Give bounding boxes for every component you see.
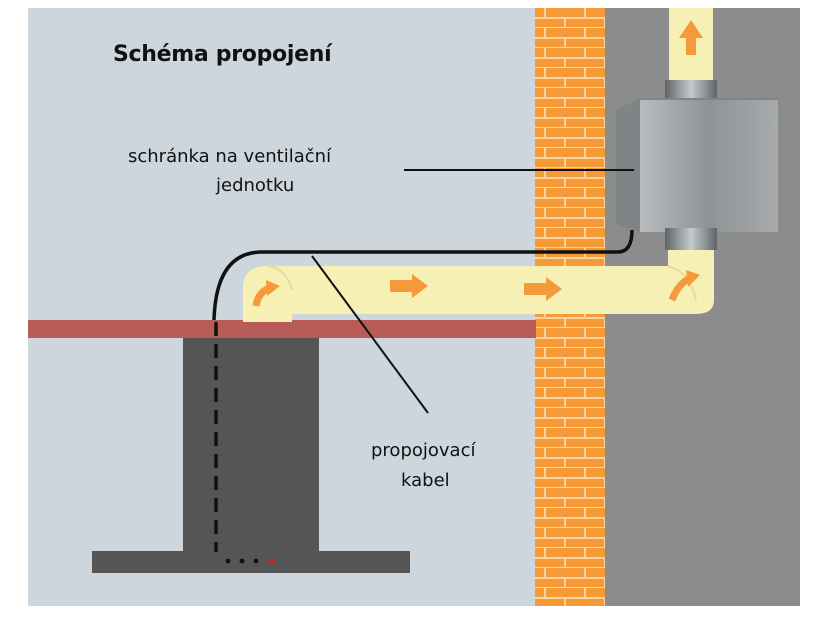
diagram-title: Schéma propojení (113, 42, 332, 67)
hood-chimney (183, 338, 319, 551)
up-arrow-icon (679, 20, 703, 55)
hood-button (225, 558, 231, 564)
hood-button (253, 558, 259, 564)
right-arrow-icon (390, 274, 428, 298)
duct-run (243, 250, 714, 322)
connecting-cable (212, 229, 634, 321)
right-arrow-icon (524, 277, 562, 301)
box-label-line2: jednotku (216, 175, 295, 196)
duct-seam (267, 265, 293, 291)
ventilation-unit-box (616, 80, 778, 250)
elbow-arrow-icon-head (686, 270, 700, 287)
hood-button (239, 558, 245, 564)
cable-label-line2: kabel (401, 470, 450, 491)
ceiling-board (28, 320, 536, 338)
box-label-line1: schránka na ventilační (128, 146, 332, 167)
hood-canopy (92, 551, 410, 573)
elbow-arrow-icon-head (266, 280, 280, 296)
leader-line-cable (311, 255, 429, 414)
cable-label-line1: propojovací (371, 440, 476, 461)
hood-led (269, 558, 275, 564)
